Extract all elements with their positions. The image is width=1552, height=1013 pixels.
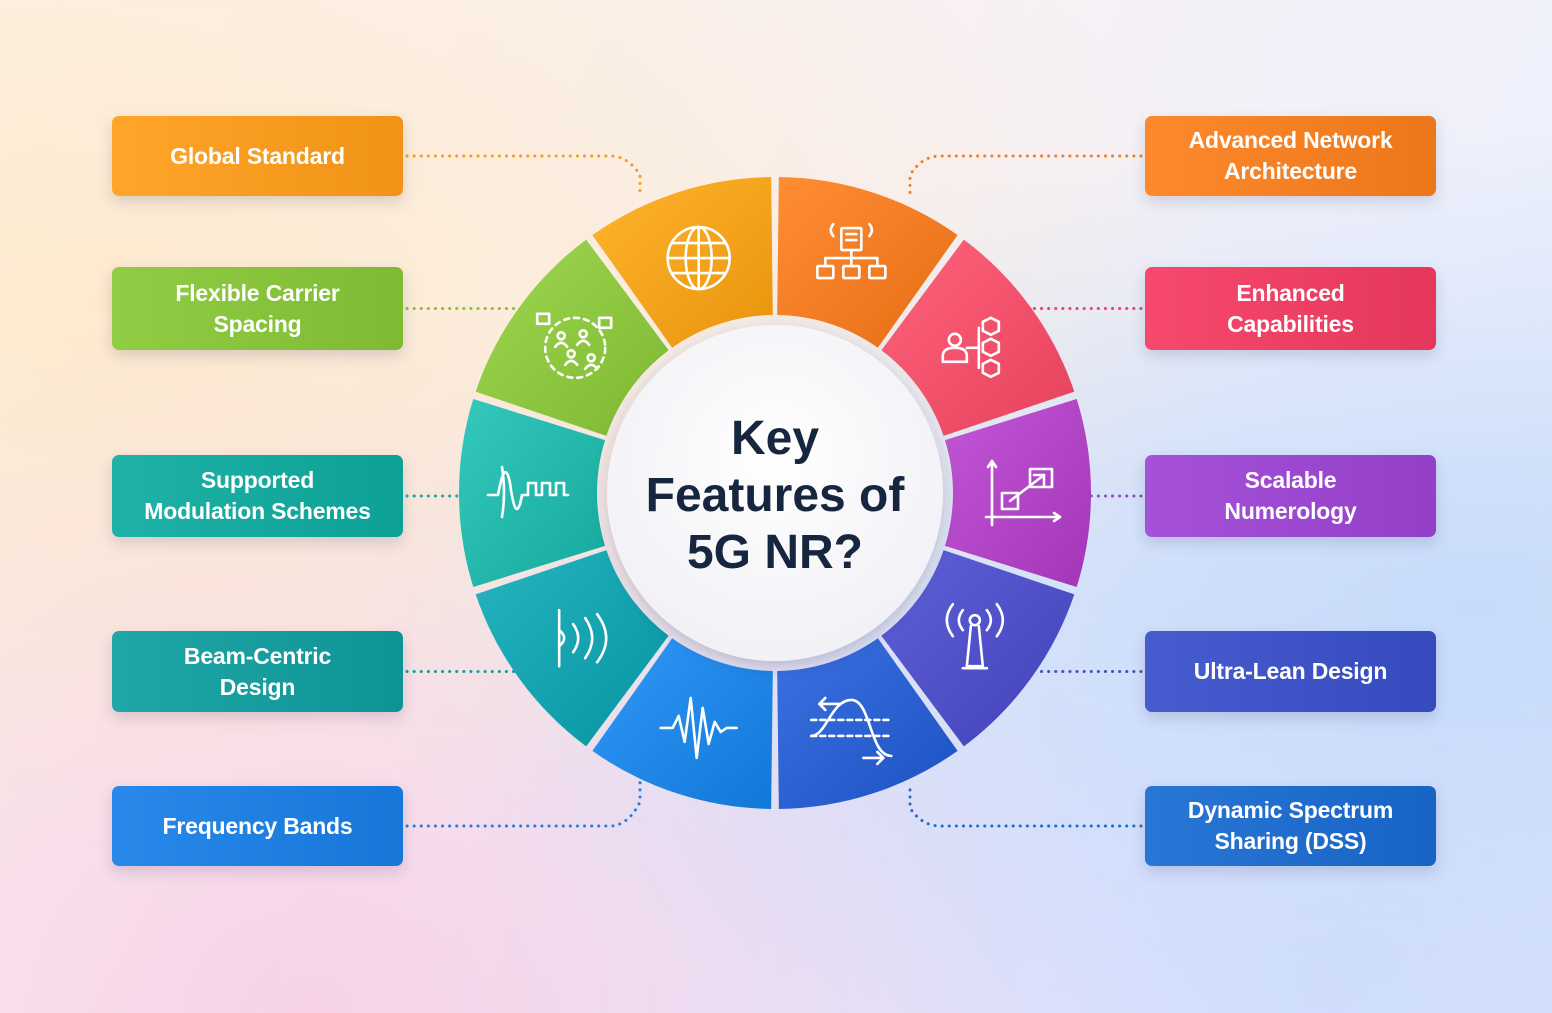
feature-label-box: Flexible Carrier Spacing (112, 267, 403, 350)
waveform-icon (659, 696, 738, 760)
globe-icon (666, 225, 731, 291)
connector-line (405, 780, 642, 828)
title-line-3: 5G NR? (686, 525, 863, 579)
wheel-segment (592, 638, 773, 809)
network-hierarchy-icon (816, 222, 887, 280)
title-line-1: Key (730, 411, 820, 465)
wheel-segment (881, 550, 1075, 747)
people-network-icon (535, 312, 613, 380)
feature-label-box: Enhanced Capabilities (1145, 267, 1436, 350)
wheel-segment (592, 177, 773, 348)
connector-line (405, 154, 642, 197)
antenna-tower-icon (945, 602, 1005, 670)
wheel-segment (475, 239, 669, 436)
feature-label-box: Supported Modulation Schemes (112, 455, 403, 537)
feature-label-box: Frequency Bands (112, 786, 403, 866)
user-hexagon-network-icon (941, 316, 1001, 379)
wheel-segment (459, 399, 606, 587)
wheel-segment (777, 638, 958, 809)
wheel-segment (777, 177, 958, 348)
feature-label-box: Advanced Network Architecture (1145, 116, 1436, 196)
feature-label-box: Scalable Numerology (1145, 455, 1436, 537)
feature-label-box: Beam-Centric Design (112, 631, 403, 712)
wheel-segment (475, 550, 669, 747)
beam-signal-icon (557, 608, 608, 668)
feature-label-box: Ultra-Lean Design (1145, 631, 1436, 712)
center-disc (607, 325, 943, 661)
diagram-title: Key Features of 5G NR? (620, 395, 930, 595)
feature-label-box: Global Standard (112, 116, 403, 196)
shared-sine-wave-icon (810, 696, 893, 766)
modulation-wave-icon (486, 465, 570, 519)
scaling-chart-icon (984, 459, 1062, 527)
feature-label-box: Dynamic Spectrum Sharing (DSS) (1145, 786, 1436, 866)
title-line-2: Features of (645, 468, 905, 522)
